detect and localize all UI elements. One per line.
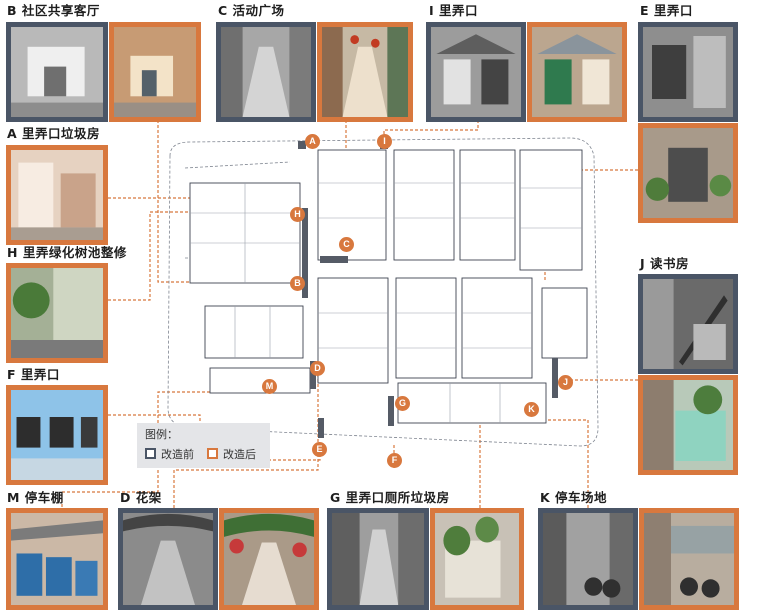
label-h: H 里弄绿化树池整修 — [7, 245, 127, 260]
photo-d-before — [118, 508, 218, 610]
marker-a[interactable]: A — [305, 134, 320, 149]
label-g: G 里弄口厕所垃圾房 — [330, 490, 450, 505]
marker-k[interactable]: K — [524, 402, 539, 417]
label-c: C 活动广场 — [218, 3, 285, 18]
photo-m-after — [6, 508, 108, 610]
photo-e-after — [638, 123, 738, 223]
marker-h[interactable]: H — [290, 207, 305, 222]
marker-c[interactable]: C — [339, 237, 354, 252]
photo-k-before — [538, 508, 638, 610]
photo-i-before — [426, 22, 526, 122]
marker-e[interactable]: E — [312, 442, 327, 457]
photo-j-before — [638, 274, 738, 374]
photo-i-after — [527, 22, 627, 122]
marker-j[interactable]: J — [558, 375, 573, 390]
photo-c-after — [317, 22, 413, 122]
label-m: M 停车棚 — [7, 490, 64, 505]
photo-c-before — [216, 22, 316, 122]
photo-e-before — [638, 22, 738, 122]
legend: 图例： 改造前 改造后 — [137, 423, 270, 468]
marker-b[interactable]: B — [290, 276, 305, 291]
legend-before-swatch — [145, 448, 156, 459]
photo-f-after — [6, 385, 108, 485]
photo-h-after — [6, 263, 108, 363]
legend-before-label: 改造前 — [161, 448, 194, 461]
label-a: A 里弄口垃圾房 — [7, 126, 101, 141]
legend-after-label: 改造后 — [223, 448, 256, 461]
site-plan — [167, 137, 599, 447]
label-b: B 社区共享客厅 — [7, 3, 100, 18]
photo-k-after — [639, 508, 739, 610]
label-i: I 里弄口 — [429, 3, 479, 18]
label-d: D 花架 — [120, 490, 162, 505]
photo-j-after — [638, 375, 738, 475]
label-f: F 里弄口 — [7, 367, 60, 382]
label-e: E 里弄口 — [640, 3, 693, 18]
photo-b-before — [6, 22, 108, 122]
photo-d-after — [219, 508, 319, 610]
marker-g[interactable]: G — [395, 396, 410, 411]
photo-b-after — [109, 22, 201, 122]
marker-m[interactable]: M — [262, 379, 277, 394]
marker-i[interactable]: I — [377, 134, 392, 149]
marker-f[interactable]: F — [387, 453, 402, 468]
photo-a-after — [6, 145, 108, 245]
legend-after-swatch — [207, 448, 218, 459]
label-j: J 读书房 — [640, 256, 690, 271]
marker-d[interactable]: D — [310, 361, 325, 376]
photo-g-after — [430, 508, 524, 610]
photo-g-before — [327, 508, 429, 610]
label-k: K 停车场地 — [540, 490, 608, 505]
legend-title: 图例： — [145, 428, 178, 441]
